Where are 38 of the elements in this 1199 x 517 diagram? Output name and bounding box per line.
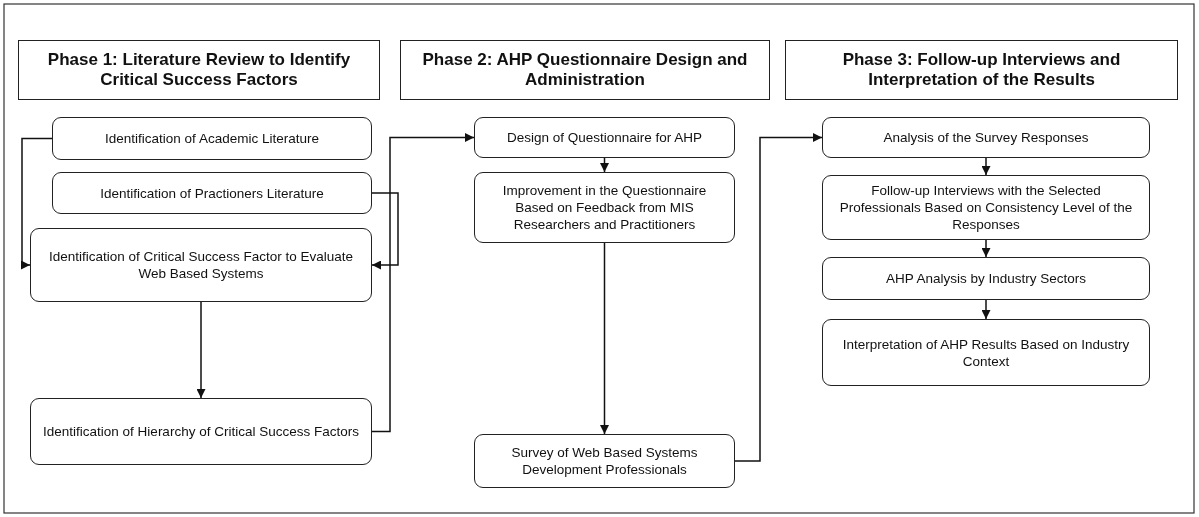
step-text: Follow-up Interviews with the Selected Professionals Based on Consistency Level of the Responses: [838, 182, 1134, 233]
step-text: AHP Analysis by Industry Sectors: [885, 270, 1087, 287]
arrow: [600, 157, 609, 173]
step-text: Survey of Web Based Systems Development Professionals: [510, 444, 699, 478]
phase-title: Phase 1: Literature Review to Identify Critical Success Factors: [46, 50, 352, 90]
process-box: [474, 117, 735, 158]
arrow: [371, 192, 399, 270]
step-text: Identification of Practioners Literature: [100, 184, 324, 202]
process-box: [822, 257, 1150, 300]
arrow: [196, 301, 206, 399]
step-text: Analysis of the Survey Responses: [883, 129, 1089, 146]
arrow: [371, 133, 475, 433]
arrow: [981, 239, 991, 258]
process-box: [30, 228, 372, 302]
phase-title: Phase 2: AHP Questionnaire Design and Administration: [421, 50, 749, 90]
process-box: [474, 172, 735, 243]
process-box: [30, 398, 372, 465]
process-box: [474, 434, 735, 488]
step-text: Identification of Hierarchy of Critical Success Factors: [43, 423, 359, 440]
arrow: [981, 157, 991, 176]
phase-header: [785, 40, 1178, 100]
step-text: Identification of Academic Literature: [105, 130, 319, 147]
process-box: [822, 319, 1150, 386]
phase-title: Phase 3: Follow-up Interviews and Interpretation of the Results: [841, 50, 1122, 90]
process-box: [52, 117, 372, 160]
step-text: Design of Questionnaire for AHP: [506, 129, 703, 146]
arrow: [981, 299, 991, 320]
process-box: [822, 175, 1150, 240]
arrow: [734, 133, 823, 462]
step-text: Interpretation of AHP Results Based on Industry Context: [841, 335, 1131, 370]
step-text: Improvement in the Questionnaire Based on Feedback from MIS Researchers and Practitioners: [501, 182, 708, 233]
step-text: Identification of Critical Success Factor to Evaluate Web Based Systems: [48, 248, 354, 282]
arrow: [600, 242, 609, 435]
phase-header: [400, 40, 770, 100]
process-box: [822, 117, 1150, 158]
process-box: [52, 172, 372, 214]
phase-header: [18, 40, 380, 100]
arrow: [21, 137, 53, 270]
